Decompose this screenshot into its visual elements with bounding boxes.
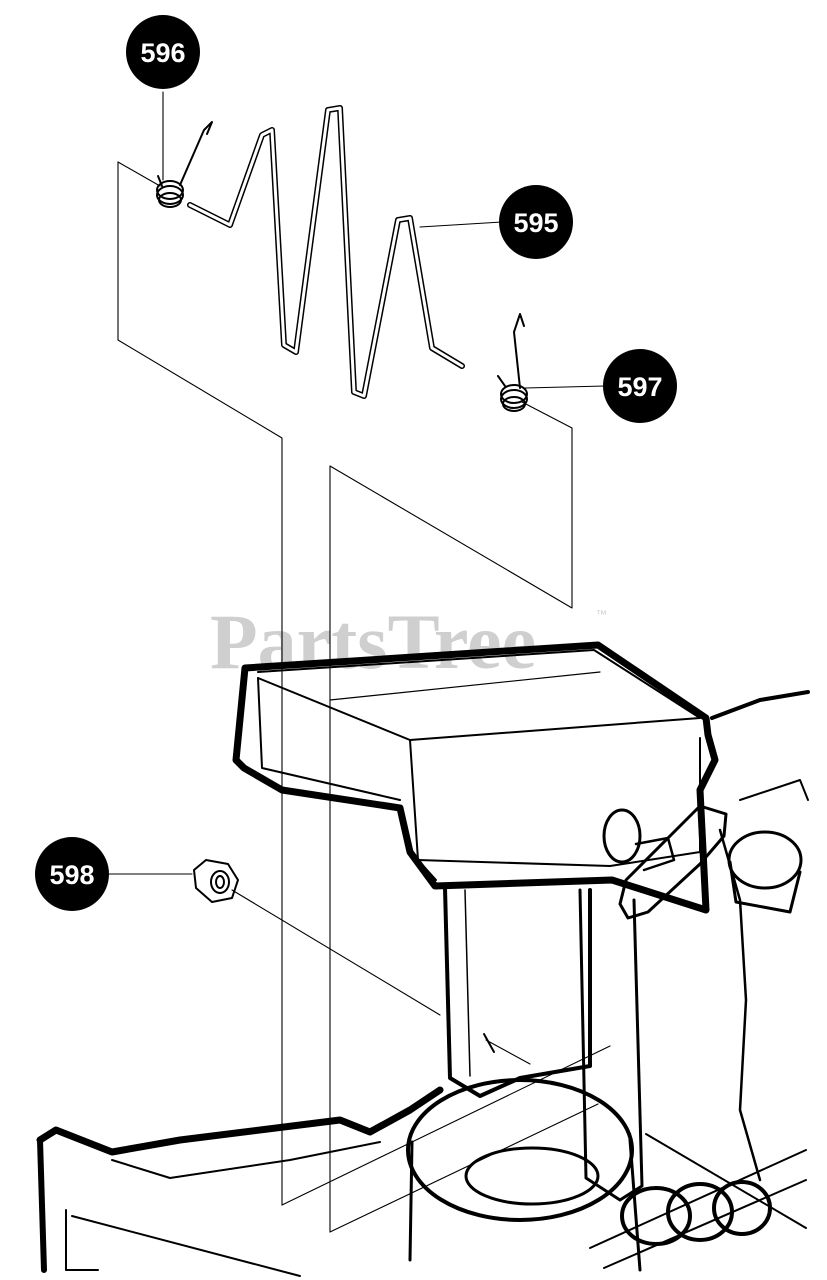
callout-label: 595 [513, 208, 558, 238]
hex-nut-598 [193, 859, 239, 903]
bolt-axis-line [485, 1039, 531, 1065]
projection-line-left-top [117, 161, 161, 187]
projection-line-right-outer [329, 427, 573, 1233]
callout-badge [126, 15, 200, 89]
projection-line-bottom-right [329, 1103, 599, 1233]
torsion-spring-596 [156, 121, 213, 208]
leader-595 [419, 221, 503, 228]
torsion-spring-597 [497, 313, 528, 412]
callout-badge [35, 837, 109, 911]
watermark-trademark: ™ [596, 609, 607, 621]
callout-label: 596 [140, 38, 185, 68]
watermark: PartsTree ™ [210, 598, 607, 685]
callout-badge [499, 185, 573, 259]
callout-label: 597 [617, 372, 662, 402]
callout-596[interactable]: 596 [126, 15, 200, 89]
callout-597[interactable]: 597 [603, 349, 677, 423]
callout-595[interactable]: 595 [499, 185, 573, 259]
watermark-text: PartsTree [210, 598, 536, 685]
leader-597 [524, 385, 606, 389]
wire-spring-595 [187, 105, 465, 399]
projection-lines [107, 91, 611, 1233]
callout-badge [603, 349, 677, 423]
callout-label: 598 [49, 860, 94, 890]
callout-598[interactable]: 598 [35, 837, 109, 911]
chute-assembly [36, 641, 810, 1277]
projection-line-right-top [521, 401, 573, 429]
projection-line-left-outer [117, 161, 283, 1206]
nut-axis-line [231, 889, 441, 1016]
